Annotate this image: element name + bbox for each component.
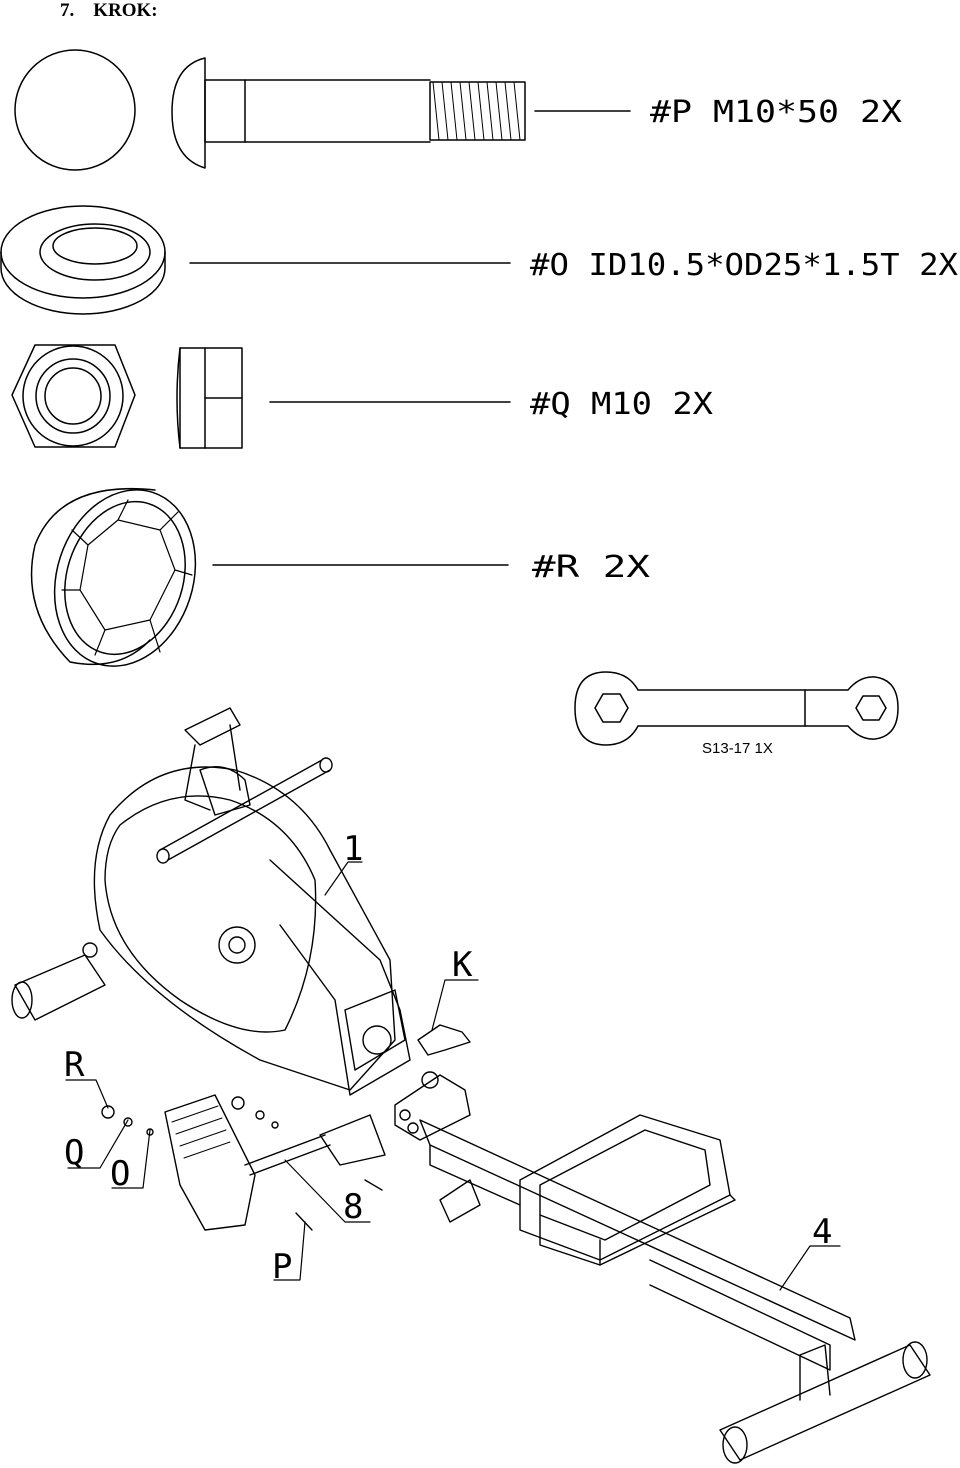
washer-o-drawing [0, 205, 511, 315]
nut-q-drawing [11, 344, 511, 449]
wrench-drawing [574, 671, 899, 746]
callout-o: O [110, 1154, 130, 1194]
callout-k: K [452, 945, 473, 985]
step-number: 7. [60, 0, 75, 21]
callout-8: 8 [343, 1187, 363, 1227]
part-p-label: #P M10*50 2X [650, 95, 902, 130]
wrench-label: S13-17 1X [702, 740, 773, 757]
callout-q: Q [64, 1133, 84, 1173]
rowing-machine-drawing [11, 707, 931, 1464]
callout-leaders [65, 861, 841, 1291]
step-word: KROK: [93, 0, 158, 21]
callout-frame-1: 1 [343, 829, 363, 869]
callout-p: P [272, 1247, 292, 1287]
part-o-label: #O ID10.5*OD25*1.5T 2X [530, 248, 958, 283]
part-q-label: #Q M10 2X [530, 387, 713, 422]
callout-4: 4 [812, 1212, 832, 1252]
step-title: 7. KROK: [60, 0, 158, 22]
bolt-p-drawing [14, 49, 631, 171]
part-r-label: #R 2X [532, 550, 650, 585]
callout-r: R [64, 1045, 85, 1085]
cap-r-drawing [30, 487, 509, 667]
